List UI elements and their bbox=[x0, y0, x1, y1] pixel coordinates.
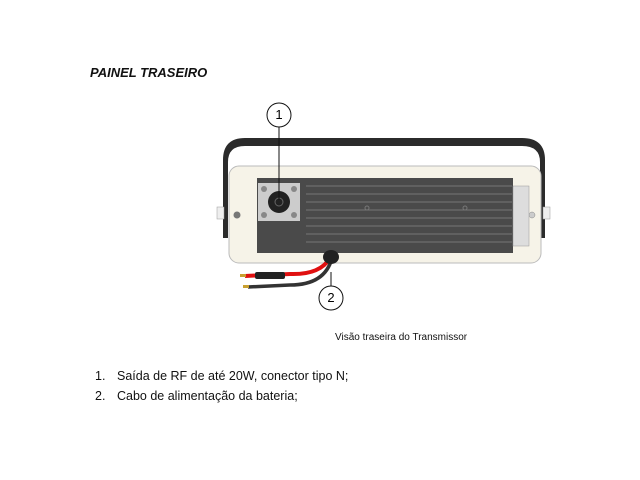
callout-1: 1 bbox=[275, 107, 283, 122]
list-item: 2. Cabo de alimentação da bateria; bbox=[95, 389, 348, 409]
list-text: Saída de RF de até 20W, conector tipo N; bbox=[117, 369, 349, 383]
callout-2: 2 bbox=[327, 290, 335, 305]
rf-connector bbox=[268, 191, 290, 213]
list-number: 2. bbox=[95, 389, 106, 403]
numbered-list: 1. Saída de RF de até 20W, conector tipo… bbox=[95, 369, 348, 409]
list-text: Cabo de alimentação da bateria; bbox=[117, 389, 298, 403]
figure-caption: Visão traseira do Transmissor bbox=[335, 332, 468, 343]
section-title: PAINEL TRASEIRO bbox=[90, 65, 208, 80]
list-number: 1. bbox=[95, 369, 106, 383]
list-item: 1. Saída de RF de até 20W, conector tipo… bbox=[95, 369, 348, 389]
